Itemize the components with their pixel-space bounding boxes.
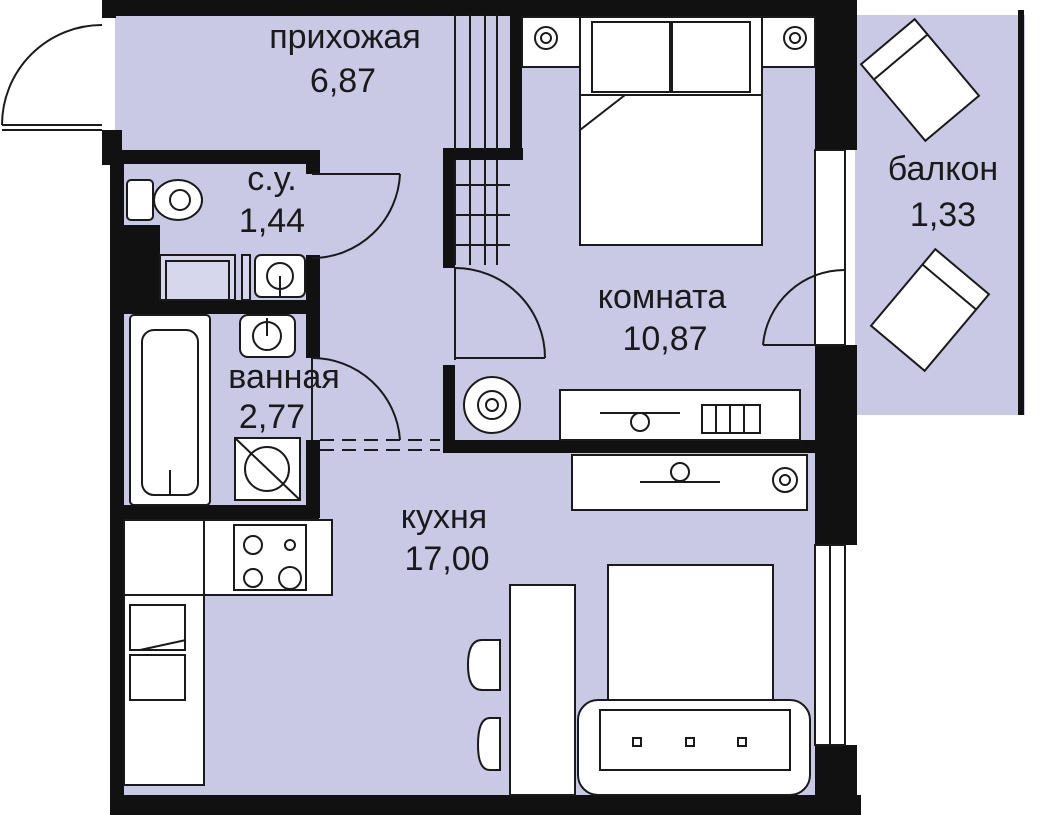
- balcony-door: [762, 149, 846, 346]
- room-label-bath: ванная 2,77: [228, 358, 339, 436]
- dining-table: [509, 584, 576, 796]
- room-label-kitchen: кухня 17,00: [401, 498, 490, 578]
- room-area: 1,44: [239, 202, 305, 240]
- room-area: 17,00: [404, 540, 489, 578]
- room-area: 6,87: [310, 62, 376, 100]
- toilet-icon: [126, 179, 203, 221]
- room-label-balcony: балкон 1,33: [888, 150, 998, 234]
- wc-counter: [159, 254, 251, 301]
- wc-door: [311, 173, 401, 260]
- sofa-icon: [577, 699, 811, 796]
- room-name: комната: [598, 278, 727, 316]
- sun-lounger-icon: [869, 247, 991, 373]
- walls: [102, 0, 1024, 815]
- kitchen-counter: [123, 519, 333, 786]
- bath-door: [311, 356, 440, 451]
- room-name: прихожая: [269, 18, 421, 56]
- kitchen-window: [814, 544, 846, 746]
- bathtub-icon: [129, 314, 211, 506]
- room-name: кухня: [401, 498, 487, 536]
- room-area: 1,33: [910, 196, 976, 234]
- room-name: ванная: [228, 358, 339, 396]
- tv-stand: [571, 454, 808, 511]
- room-label-hall: прихожая 6,87: [269, 18, 421, 100]
- sun-lounger-icon: [859, 17, 981, 143]
- carpet: [607, 564, 774, 706]
- plant-icon: [463, 376, 521, 434]
- room-name: балкон: [888, 150, 998, 188]
- room-label-wc: с.у. 1,44: [239, 160, 305, 240]
- room-label-room: комната 10,87: [598, 278, 727, 358]
- entrance-door: [1, 24, 103, 131]
- bed-icon: [521, 16, 816, 246]
- stove-icon: [233, 524, 307, 591]
- washing-machine-icon: [234, 437, 301, 501]
- room-name: с.у.: [247, 160, 297, 198]
- room-area: 10,87: [622, 320, 707, 358]
- sink-icon: [239, 314, 296, 358]
- desk: [559, 389, 801, 441]
- room-area: 2,77: [239, 398, 305, 436]
- chair-icon: [466, 639, 501, 771]
- wardrobe: [454, 15, 510, 265]
- room-door: [454, 267, 546, 360]
- sink-icon: [254, 254, 306, 298]
